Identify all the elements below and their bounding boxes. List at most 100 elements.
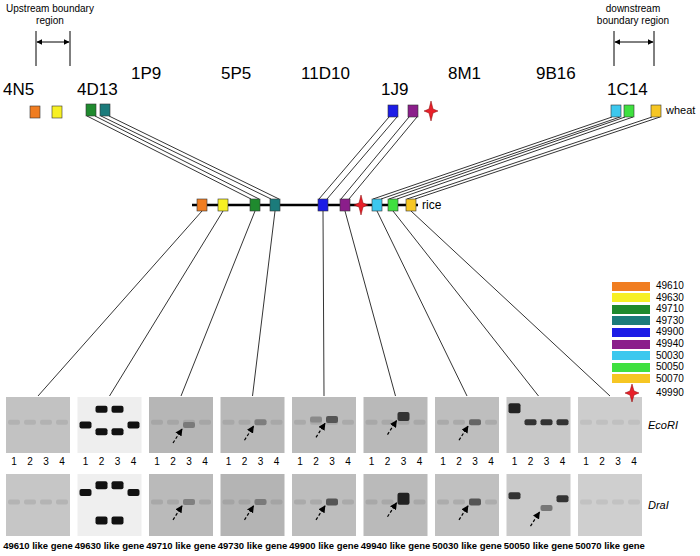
southern-blot xyxy=(578,474,642,536)
southern-blot xyxy=(149,474,213,536)
blot-band xyxy=(453,499,465,504)
blot-band xyxy=(612,499,624,504)
legend-star xyxy=(623,383,641,403)
blot-band xyxy=(112,481,124,489)
legend-swatch xyxy=(612,363,650,372)
legend-label: 50030 xyxy=(656,350,684,362)
southern-blot xyxy=(578,397,642,453)
label-box: 1 2 3 4 xyxy=(221,456,285,468)
legend-swatch xyxy=(612,305,650,314)
blot-background xyxy=(149,397,213,453)
clone-bar xyxy=(128,99,202,102)
gene-boxes xyxy=(30,104,661,211)
label-box: 49730 like gene xyxy=(217,540,289,551)
dashed-arrow xyxy=(388,503,397,517)
blot-band xyxy=(485,499,497,504)
blot-band xyxy=(509,403,521,413)
southern-blot xyxy=(221,397,285,453)
homology-line xyxy=(319,117,389,199)
southern-blot xyxy=(78,474,142,536)
blot-band xyxy=(56,420,68,425)
blot-band xyxy=(366,420,378,425)
lane-numbers: 1 2 3 4 xyxy=(435,456,499,468)
blot-band xyxy=(96,481,108,489)
legend-label: 49990 xyxy=(656,387,684,399)
bac-clone: 4N5 xyxy=(0,80,72,115)
blot-band xyxy=(294,499,306,504)
label-box: rice xyxy=(422,198,441,212)
blot-band xyxy=(271,499,283,504)
blot-band xyxy=(199,420,211,425)
dashed-arrow xyxy=(531,512,540,526)
legend-label: 49710 xyxy=(656,303,684,315)
dashed-arrow xyxy=(316,506,325,520)
gene-caption: 50070 like gene xyxy=(574,540,646,551)
species-label: rice xyxy=(422,198,441,212)
blot-band xyxy=(24,420,36,425)
region-label: Upstream boundary region xyxy=(2,3,98,27)
blot-band xyxy=(414,420,426,425)
bac-clone: 11D10 xyxy=(298,64,372,102)
blot-band xyxy=(255,419,267,425)
blot-band xyxy=(8,499,20,504)
legend-swatch xyxy=(612,293,650,302)
legend-entry: 49990 xyxy=(612,387,684,399)
legend-entry: 49610 xyxy=(612,280,684,292)
clone-bar xyxy=(604,111,662,114)
blot-band xyxy=(541,419,553,425)
lane-numbers: 1 2 3 4 xyxy=(292,456,356,468)
blot-band xyxy=(382,420,394,425)
blot-band xyxy=(96,406,108,413)
blot-band xyxy=(469,419,481,425)
blot-band xyxy=(310,416,322,422)
blot-band xyxy=(469,498,481,505)
star-symbol xyxy=(625,384,639,402)
double-arrow xyxy=(615,42,653,43)
legend-entry: 49900 xyxy=(612,326,684,338)
homology-line xyxy=(397,117,633,199)
blot-band xyxy=(414,499,426,504)
leader-line xyxy=(411,211,610,396)
bac-clone: 1C14 xyxy=(604,80,662,114)
legend-entry: 49710 xyxy=(612,303,684,315)
blot-band xyxy=(112,517,124,525)
southern-blot xyxy=(221,474,285,536)
lane-numbers: 1 2 3 4 xyxy=(221,456,285,468)
blot-background xyxy=(364,474,428,536)
homology-line xyxy=(381,117,620,199)
blot-band xyxy=(580,499,592,504)
wheat-gene xyxy=(611,105,621,117)
label-box: 50030 like gene xyxy=(431,540,503,551)
bac-clone: 8M1 xyxy=(445,64,521,102)
blot-background xyxy=(507,397,571,453)
blot-band xyxy=(96,517,108,525)
wheat-gene xyxy=(52,106,62,118)
blot-band xyxy=(596,420,608,425)
legend-swatch xyxy=(612,316,650,325)
blot-band xyxy=(580,420,592,425)
label-box: 1 2 3 4 xyxy=(364,456,428,468)
blot-background xyxy=(149,474,213,536)
blot-band xyxy=(183,499,195,504)
label-box: 1 2 3 4 xyxy=(292,456,356,468)
blot-background xyxy=(507,474,571,536)
clone-bar xyxy=(298,99,372,102)
rice-gene xyxy=(250,199,260,211)
clone-bar xyxy=(218,99,296,102)
blot-background xyxy=(221,397,285,453)
clone-bar xyxy=(533,99,601,102)
blot-background xyxy=(6,397,70,453)
blot-background xyxy=(578,474,642,536)
gene-caption: 49940 like gene xyxy=(360,540,432,551)
legend-label: 49610 xyxy=(656,280,684,292)
label-box: downstream boundary region xyxy=(590,3,676,27)
rice-gene xyxy=(270,199,280,211)
blot-band xyxy=(223,420,235,425)
southern-blot xyxy=(6,397,70,453)
gene-caption: 49710 like gene xyxy=(145,540,217,551)
boundary-bracket xyxy=(614,31,654,66)
label-box: wheat xyxy=(666,104,695,117)
region-label: downstream boundary region xyxy=(590,3,676,27)
label-box: 1 2 3 4 xyxy=(578,456,642,468)
